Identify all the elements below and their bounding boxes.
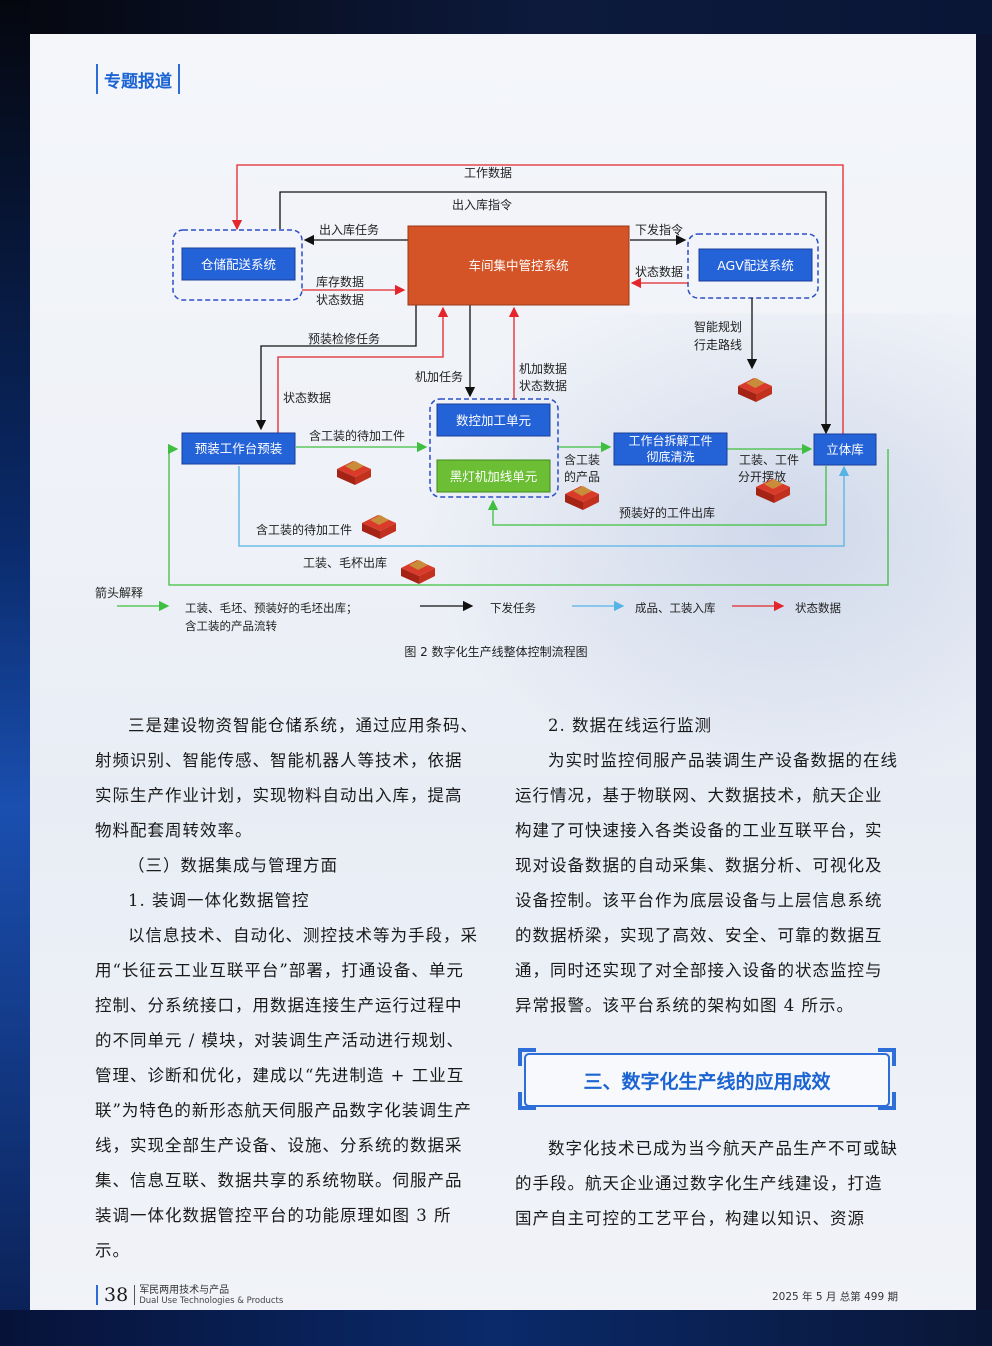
node-agv-label: AGV配送系统 bbox=[717, 258, 794, 273]
label-state-data-4: 状态数据 bbox=[519, 378, 567, 393]
page-frame-top bbox=[0, 0, 992, 34]
issue-info: 2025 年 5 月 总第 499 期 bbox=[772, 1291, 898, 1303]
arrow-preinstalled-out bbox=[487, 466, 827, 526]
label-smart-plan-2: 行走路线 bbox=[694, 337, 742, 352]
node-central-label: 车间集中管控系统 bbox=[468, 258, 568, 273]
node-cnc-label: 数控加工单元 bbox=[456, 413, 531, 428]
node-pre-station-label: 预装工作台预装 bbox=[195, 441, 283, 456]
paragraph: 以信息技术、自动化、测控技术等为手段，采用“长征云工业互联平台”部署，打通设备、… bbox=[95, 926, 478, 1260]
paragraph: 三是建设物资智能仓储系统，通过应用条码、射频识别、智能传感、智能机器人等技术，依… bbox=[95, 716, 478, 840]
section-tag: 专题报道 bbox=[96, 64, 180, 94]
pallet-icon bbox=[565, 486, 599, 510]
label-issue-cmd: 下发指令 bbox=[635, 222, 683, 237]
legend-blue-label: 成品、工装入库 bbox=[635, 601, 716, 615]
node-stereo bbox=[813, 433, 877, 466]
legend-green-label-1: 工装、毛坯、预装好的毛坯出库； bbox=[185, 601, 358, 615]
footer-bar bbox=[96, 1285, 98, 1305]
label-fixture-product-2: 的产品 bbox=[564, 469, 600, 484]
tag-bar-right bbox=[178, 64, 180, 94]
arrow-fixture-loop bbox=[167, 443, 889, 586]
warehouse-group bbox=[172, 229, 303, 301]
tag-bar-left bbox=[96, 64, 98, 94]
label-machining-task: 机加任务 bbox=[415, 369, 463, 384]
arrow-work-data bbox=[231, 164, 844, 438]
label-fixture-wait-1: 含工装的待加工件 bbox=[309, 428, 405, 443]
label-smart-plan-1: 智能规划 bbox=[694, 319, 742, 334]
label-pre-check-task: 预装检修任务 bbox=[308, 331, 380, 346]
footer-left: 38 军民两用技术与产品 Dual Use Technologies & Pro… bbox=[96, 1284, 283, 1306]
label-fixture-work-1: 工装、工件 bbox=[739, 453, 799, 467]
page-frame-bottom bbox=[0, 1310, 992, 1346]
arrow-io-command bbox=[279, 191, 832, 435]
pallet-icon bbox=[337, 461, 371, 485]
label-work-data: 工作数据 bbox=[464, 165, 512, 180]
label-fixture-product-1: 含工装 bbox=[564, 452, 600, 467]
legend-red-label: 状态数据 bbox=[795, 601, 841, 615]
node-agv bbox=[698, 248, 813, 282]
node-warehouse bbox=[181, 247, 296, 281]
section-heading-box: 三、数字化生产线的应用成效 bbox=[518, 1048, 896, 1110]
node-disassemble bbox=[613, 432, 728, 466]
node-dark-line-label: 黑灯机加线单元 bbox=[450, 469, 538, 484]
label-fixture-wait-2: 含工装的待加工件 bbox=[256, 522, 352, 537]
legend-title: 箭头解释 bbox=[95, 585, 143, 600]
magazine-name-en: Dual Use Technologies & Products bbox=[139, 1295, 284, 1306]
label-io-task: 出入库任务 bbox=[319, 222, 379, 237]
figure-caption: 图 2 数字化生产线整体控制流程图 bbox=[404, 645, 588, 659]
background-glow bbox=[410, 314, 976, 794]
node-stereo-label: 立体库 bbox=[826, 442, 864, 457]
label-state-data-3: 状态数据 bbox=[283, 390, 331, 405]
pallet-icon bbox=[756, 479, 790, 503]
label-machining-data: 机加数据 bbox=[519, 361, 567, 376]
label-preinstalled-out: 预装好的工件出库 bbox=[619, 505, 715, 520]
arrow-pre-check-task bbox=[255, 305, 417, 431]
arrow-finished-in bbox=[238, 465, 850, 547]
paragraph: 为实时监控伺服产品装调生产设备数据的在线运行情况，基于物联网、大数据技术，航天企… bbox=[515, 751, 898, 1015]
subheading: 1. 装调一体化数据管控 bbox=[128, 891, 310, 910]
node-warehouse-label: 仓储配送系统 bbox=[201, 257, 276, 272]
pallet-icon bbox=[362, 515, 396, 539]
pallet-icon bbox=[738, 378, 772, 402]
right-column: 2. 数据在线运行监测 为实时监控伺服产品装调生产设备数据的在线运行情况，基于物… bbox=[515, 708, 898, 1023]
left-column: 三是建设物资智能仓储系统，通过应用条码、射频识别、智能传感、智能机器人等技术，依… bbox=[95, 708, 478, 1268]
node-pre-station bbox=[181, 432, 296, 465]
footer-divider bbox=[134, 1285, 136, 1305]
node-disassemble-label-2: 彻底清洗 bbox=[646, 449, 694, 464]
pallet-icon bbox=[401, 560, 435, 584]
subheading: 2. 数据在线运行监测 bbox=[548, 716, 712, 735]
label-state-data-1: 状态数据 bbox=[316, 292, 364, 307]
node-disassemble-label-1: 工作台拆解工件 bbox=[628, 433, 712, 448]
arrow-pre-state bbox=[277, 306, 449, 438]
node-cnc bbox=[436, 403, 551, 437]
agv-group bbox=[687, 233, 819, 299]
label-fixture-blank-out: 工装、毛杯出库 bbox=[303, 555, 387, 570]
legend-black-label: 下发任务 bbox=[490, 601, 536, 615]
subheading: （三）数据集成与管理方面 bbox=[128, 856, 338, 875]
section-heading: 三、数字化生产线的应用成效 bbox=[524, 1053, 890, 1107]
machining-group bbox=[429, 398, 559, 498]
paragraph: 数字化技术已成为当今航天产品生产不可或缺的手段。航天企业通过数字化生产线建设，打… bbox=[515, 1139, 898, 1228]
magazine-name-cn: 军民两用技术与产品 bbox=[139, 1284, 230, 1296]
heading-corner-brackets bbox=[518, 1048, 896, 1110]
section-title: 专题报道 bbox=[104, 71, 172, 92]
label-inventory-data: 库存数据 bbox=[316, 274, 364, 289]
page-frame-left bbox=[0, 0, 30, 1346]
legend-green-label-2: 含工装的产品流转 bbox=[185, 619, 277, 633]
node-central bbox=[407, 225, 630, 306]
label-io-command: 出入库指令 bbox=[452, 197, 512, 212]
node-dark-line bbox=[436, 459, 551, 493]
right-column-continued: 数字化技术已成为当今航天产品生产不可或缺的手段。航天企业通过数字化生产线建设，打… bbox=[515, 1131, 898, 1236]
page-number: 38 bbox=[104, 1284, 129, 1306]
label-state-data-2: 状态数据 bbox=[635, 264, 683, 279]
